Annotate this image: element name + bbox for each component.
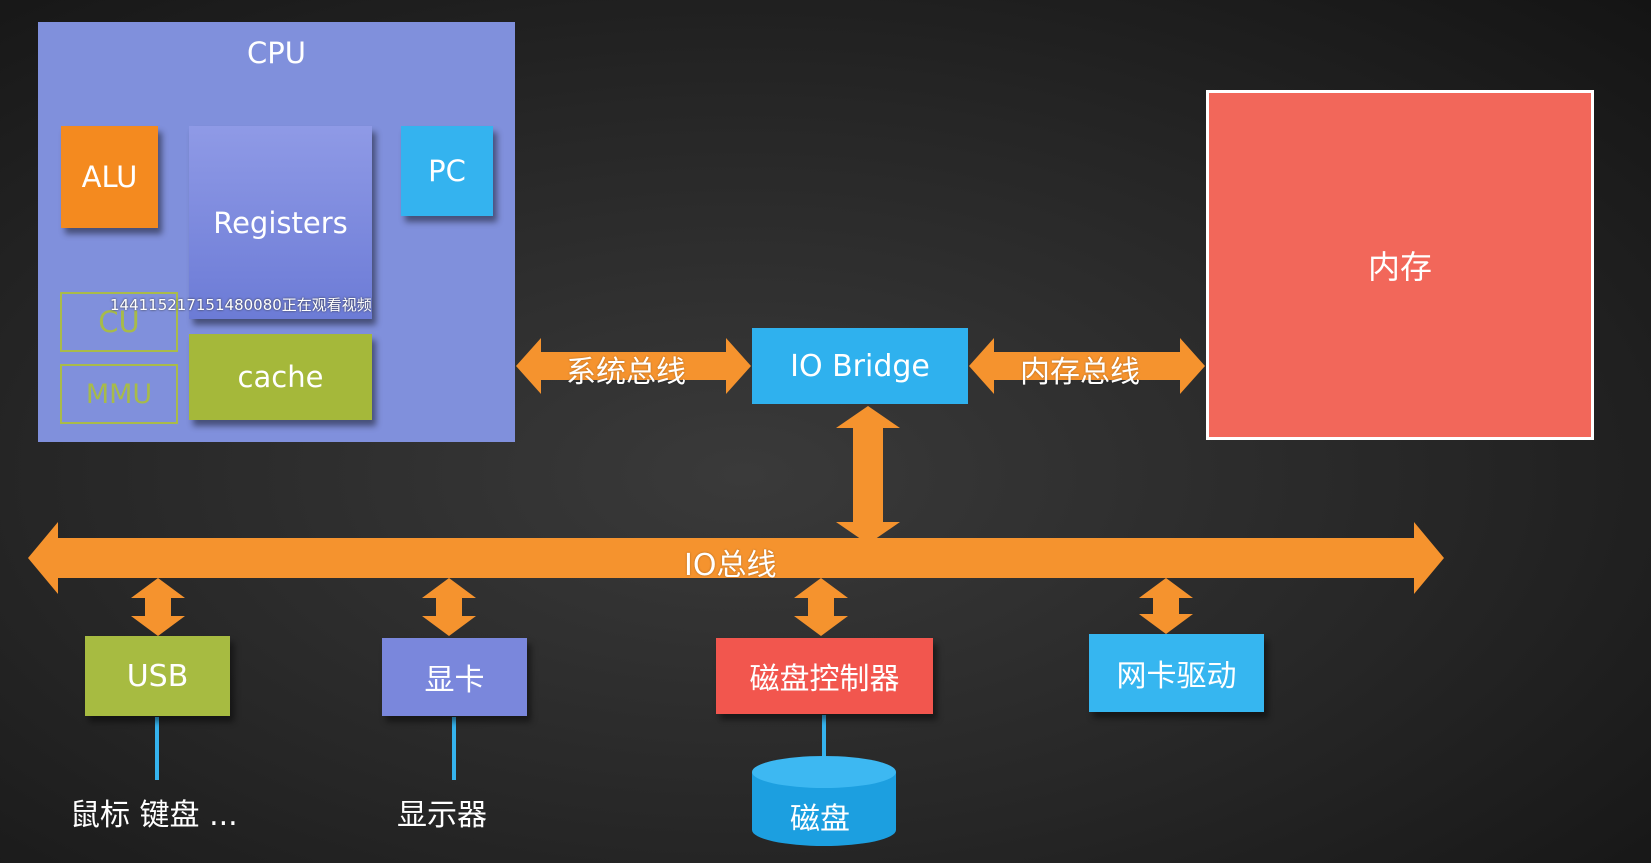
cpu-title: CPU	[247, 36, 306, 70]
system-bus-arrow	[516, 338, 751, 394]
disk-controller-block: 磁盘控制器	[716, 638, 933, 714]
usb-peripherals-label: 鼠标 键盘 ...	[70, 798, 238, 833]
disk-cylinder-icon	[752, 756, 896, 846]
nic-block: 网卡驱动	[1089, 634, 1264, 712]
memory-block: 内存	[1206, 90, 1594, 440]
system-bus-label: 系统总线	[566, 355, 686, 390]
io-bus-arrow	[28, 522, 1444, 594]
memory-bus-label: 内存总线	[1020, 355, 1140, 390]
memory-bus-arrow	[969, 338, 1205, 394]
monitor-label: 显示器	[397, 798, 487, 833]
nic-bus-arrow	[1139, 578, 1193, 634]
pc-block: PC	[401, 126, 493, 216]
registers-block: Registers	[189, 126, 372, 319]
io-bridge-block: IO Bridge	[752, 328, 968, 404]
viewer-watermark: 14411521715148008­0正在观看视频	[110, 296, 372, 314]
usb-block: USB	[85, 636, 230, 716]
gpu-block: 显卡	[382, 638, 527, 716]
io-bus-label: IO总线	[684, 548, 777, 583]
usb-bus-arrow	[131, 578, 185, 636]
cache-block: cache	[189, 334, 372, 420]
gpu-bus-arrow	[422, 578, 476, 636]
mmu-block: MMU	[60, 364, 178, 424]
disk-label: 磁盘	[790, 802, 850, 837]
alu-block: ALU	[61, 126, 158, 228]
io-bridge-vertical-arrow	[836, 406, 900, 544]
cu-block: CU	[60, 292, 178, 352]
disk-controller-bus-arrow	[794, 578, 848, 636]
